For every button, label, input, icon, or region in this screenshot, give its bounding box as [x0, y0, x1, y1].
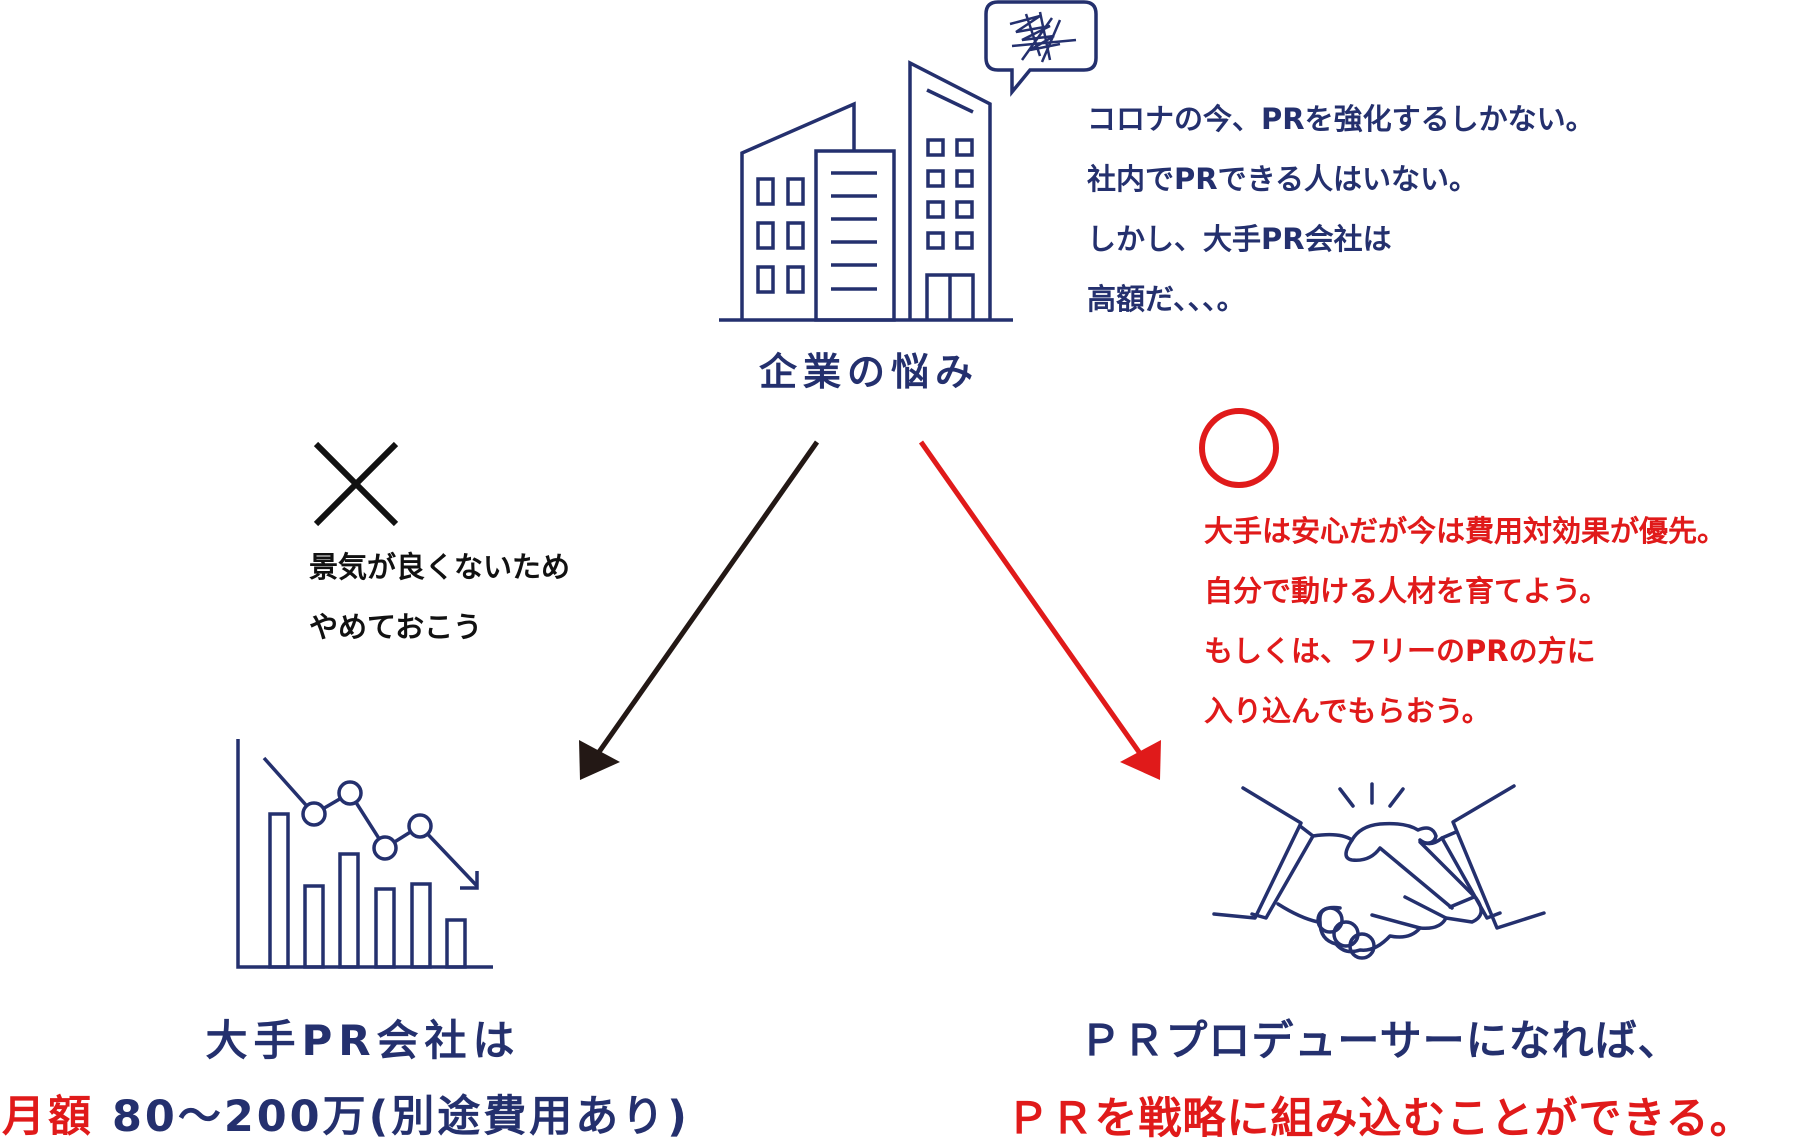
reason-line: もしくは、フリーのPRの方に	[1204, 634, 1596, 668]
concern-line: コロナの今、PRを強化するしかない。	[1087, 102, 1595, 136]
left-reason: 景気が良くないため やめておこう	[309, 537, 570, 657]
reason-line: 景気が良くないため	[309, 550, 571, 584]
circle-mark-icon	[1199, 408, 1279, 488]
reason-line: 大手は安心だが今は費用対効果が優先。	[1204, 514, 1727, 548]
right-reason: 大手は安心だが今は費用対効果が優先。 自分で動ける人材を育てよう。 もしくは、フ…	[1204, 501, 1726, 741]
handshake-icon	[1212, 782, 1546, 960]
arrowhead-red	[1120, 740, 1161, 780]
price-label: 月額	[2, 1092, 94, 1142]
declining-chart-icon	[236, 739, 493, 969]
pr-producer-result: ＰＲを戦略に組み込むことができる。	[1006, 1094, 1754, 1144]
concern-line: しかし、大手PR会社は	[1087, 222, 1392, 256]
arrow-to-large-pr-firm	[589, 440, 820, 764]
large-pr-firm-title: 大手PR会社は	[205, 1016, 521, 1065]
price-value: 80〜200万(別途費用あり)	[111, 1092, 690, 1142]
reason-line: やめておこう	[309, 610, 483, 644]
company-concerns: コロナの今、PRを強化するしかない。 社内でPRできる人はいない。 しかし、大手…	[1087, 89, 1595, 329]
reason-line: 入り込んでもらおう。	[1204, 694, 1491, 728]
office-building-icon	[719, 60, 1013, 322]
cross-mark-icon	[313, 441, 399, 527]
pr-producer-title: ＰＲプロデューサーになれば、	[1079, 1016, 1681, 1065]
arrowhead-black	[579, 740, 620, 780]
concern-line: 高額だ、、、。	[1087, 282, 1246, 316]
large-pr-firm-price: 月額 80〜200万(別途費用あり)	[2, 1096, 690, 1139]
concern-line: 社内でPRできる人はいない。	[1087, 162, 1479, 196]
reason-line: 自分で動ける人材を育てよう。	[1204, 574, 1609, 608]
company-concerns-title: 企業の悩み	[758, 350, 980, 394]
speech-bubble-scribble-icon	[984, 0, 1098, 97]
arrow-to-pr-producer	[918, 440, 1149, 764]
